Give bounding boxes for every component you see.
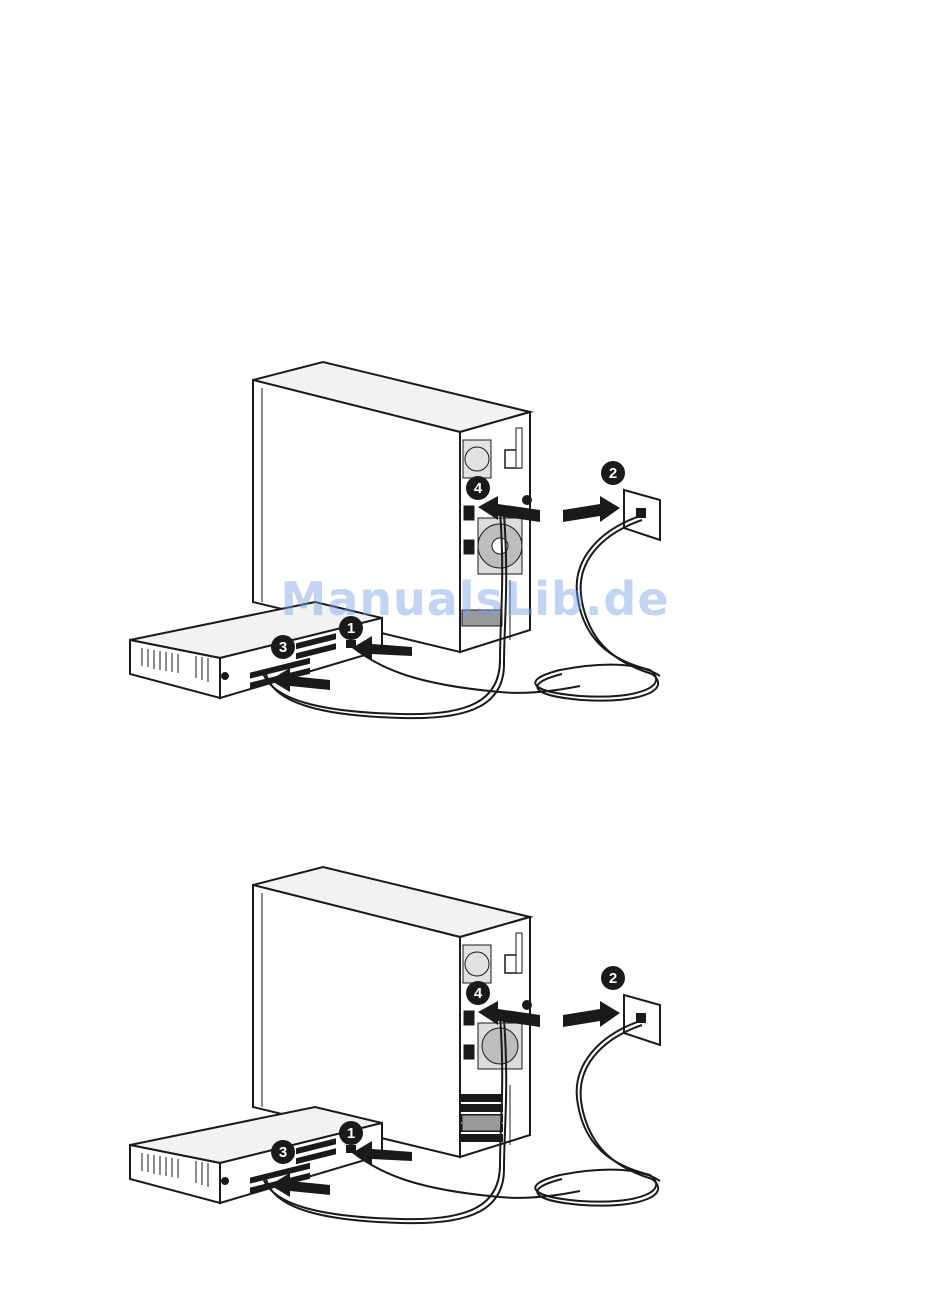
network-switch-icon <box>130 602 382 698</box>
callout-1: 1 <box>339 1121 363 1145</box>
callout-1: 1 <box>339 616 363 640</box>
callout-1-label: 1 <box>347 1125 355 1142</box>
callout-4: 4 <box>466 981 490 1005</box>
callout-2-label: 2 <box>609 465 617 482</box>
callout-2-label: 2 <box>609 970 617 987</box>
callout-1-label: 1 <box>347 620 355 637</box>
callout-4: 4 <box>466 476 490 500</box>
callout-3-label: 3 <box>279 1144 287 1161</box>
callout-3: 3 <box>271 635 295 659</box>
callout-2: 2 <box>601 966 625 990</box>
callout-4-label: 4 <box>474 985 483 1002</box>
connection-diagram-2: 1 2 3 4 <box>0 845 950 1265</box>
wall-jack-icon <box>624 490 660 540</box>
wall-jack-icon <box>624 995 660 1045</box>
callout-3-label: 3 <box>279 639 287 656</box>
network-switch-icon <box>130 1107 382 1203</box>
callout-3: 3 <box>271 1140 295 1164</box>
callout-2: 2 <box>601 461 625 485</box>
connection-diagram-1: 1 2 3 4 <box>0 340 950 760</box>
callout-4-label: 4 <box>474 480 483 497</box>
